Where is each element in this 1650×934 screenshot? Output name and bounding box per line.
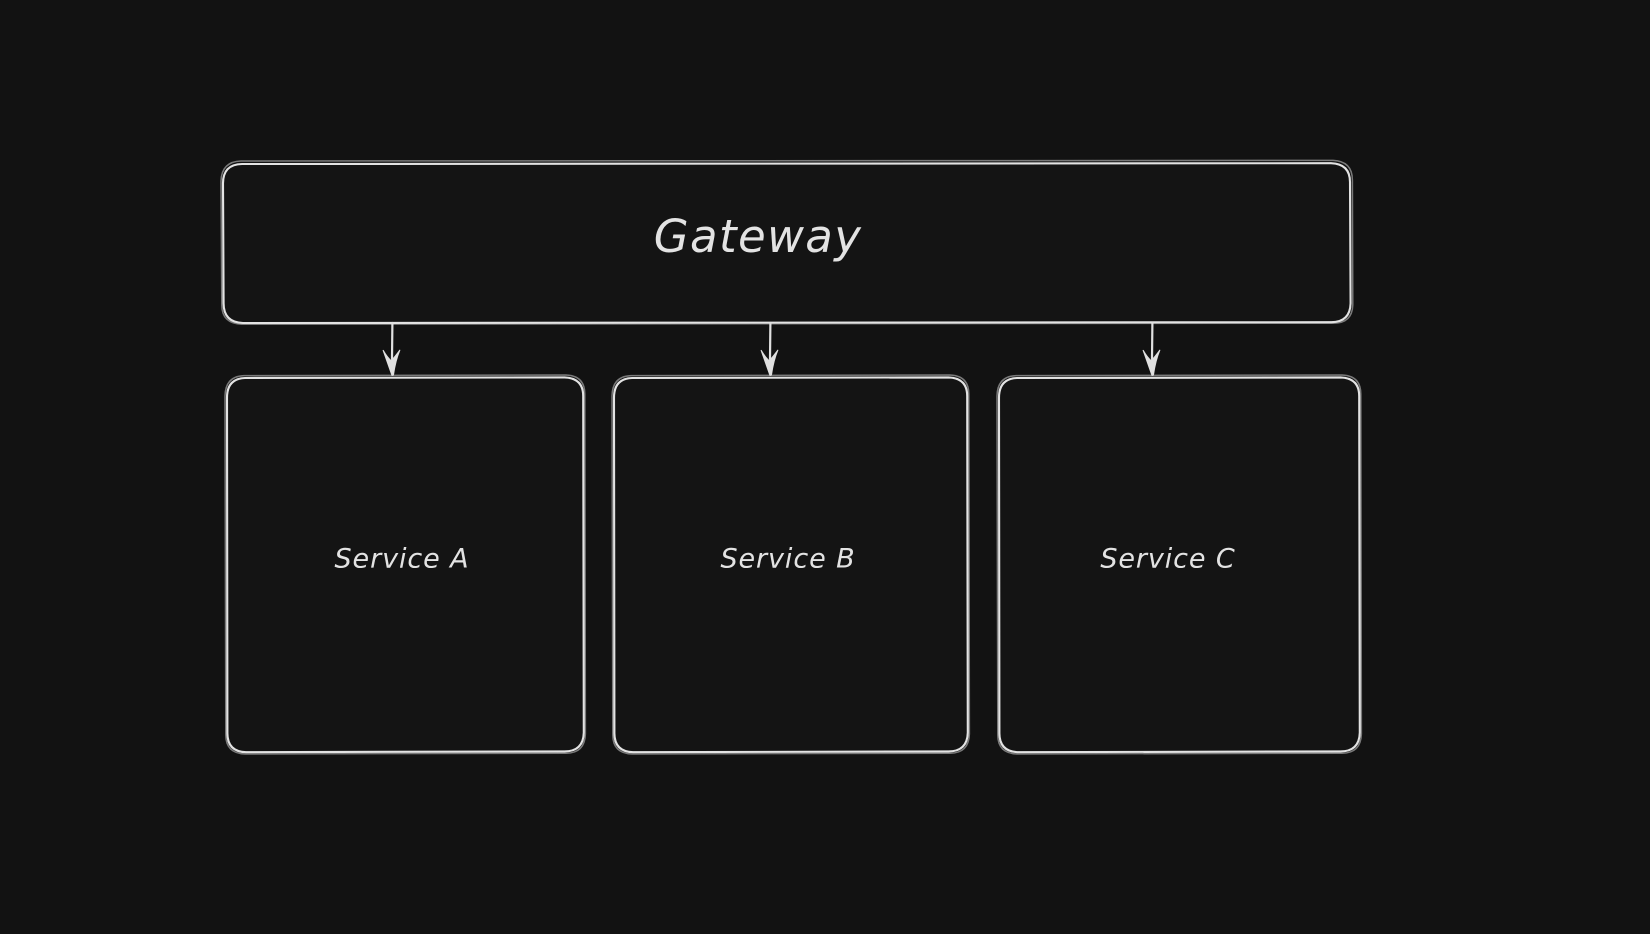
- edge-gateway-service-a: [382, 321, 401, 377]
- node-service-c-sketch-outline: [996, 374, 1363, 755]
- node-service-b-label: Service B: [721, 544, 856, 575]
- edge-gateway-service-b-arrowhead: [760, 349, 779, 377]
- node-service-b-sketch-outline: [611, 374, 971, 755]
- node-gateway-outline: [221, 162, 1352, 325]
- edge-gateway-service-b: [760, 321, 779, 377]
- edge-gateway-service-c: [1142, 321, 1161, 377]
- node-gateway[interactable]: Gateway: [220, 159, 1354, 325]
- edge-gateway-service-a-arrowhead: [382, 349, 401, 377]
- node-service-c-outline: [997, 376, 1361, 754]
- edge-gateway-service-c-arrowhead: [1142, 349, 1161, 377]
- node-service-c-label: Service C: [1100, 544, 1235, 575]
- node-service-b[interactable]: Service B: [611, 374, 971, 755]
- node-service-a-label: Service A: [335, 544, 470, 575]
- node-service-b-outline: [612, 376, 969, 754]
- node-service-c[interactable]: Service C: [996, 374, 1363, 755]
- node-service-a[interactable]: Service A: [224, 374, 587, 755]
- node-gateway-label: Gateway: [654, 210, 863, 263]
- node-service-a-outline: [225, 376, 585, 754]
- node-service-a-sketch-outline: [224, 374, 587, 755]
